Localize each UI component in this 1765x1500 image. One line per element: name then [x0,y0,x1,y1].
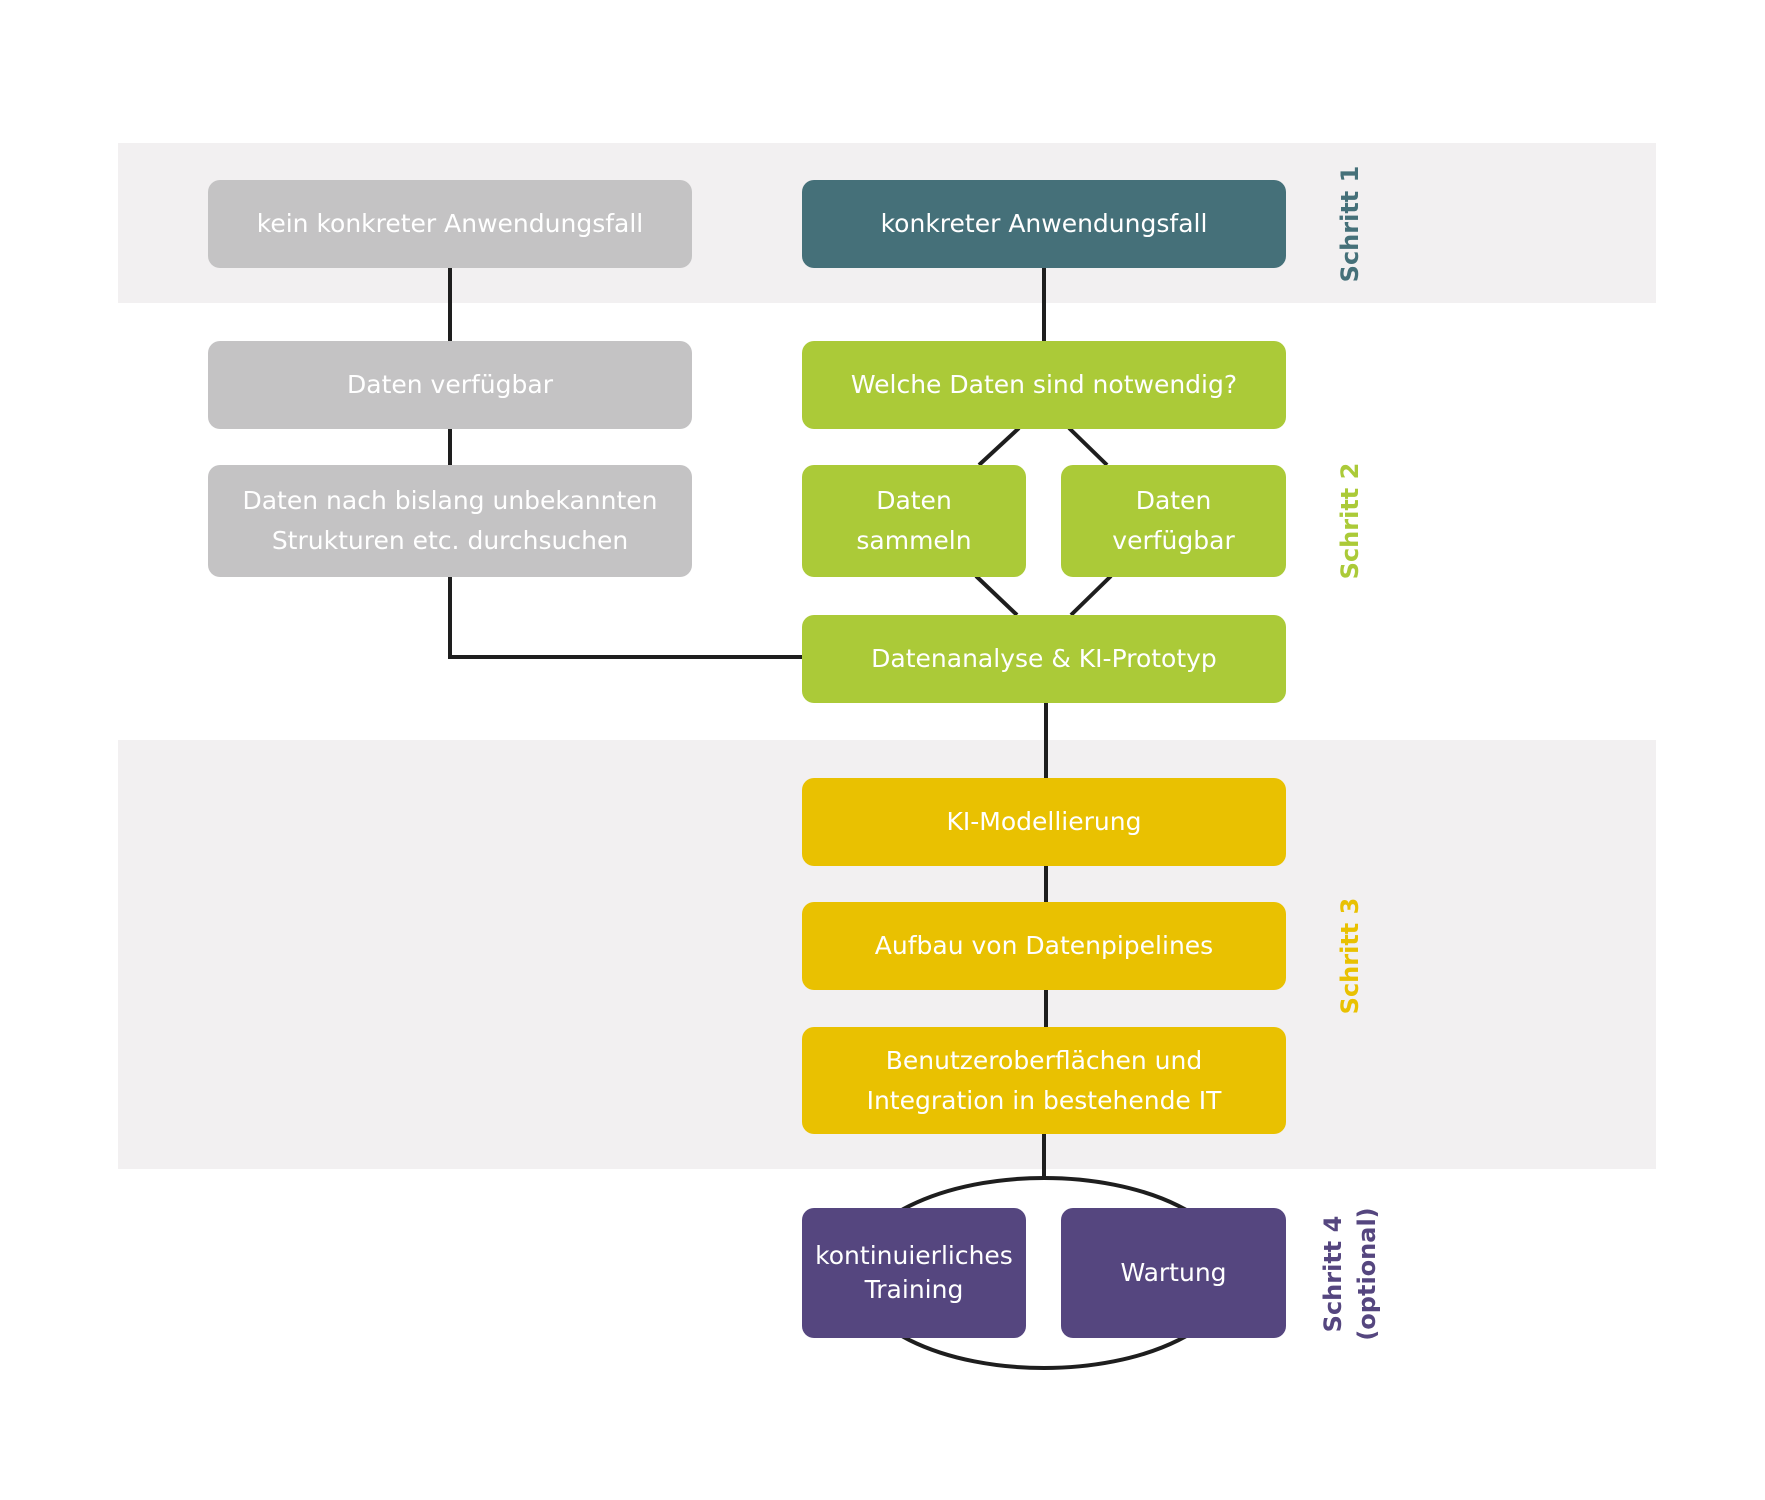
box-search-data: Daten nach bislang unbekannten Strukture… [208,465,692,577]
box-no-use-case: kein konkreter Anwendungsfall [208,180,692,268]
box-label-line1: Benutzeroberflächen und [885,1045,1203,1075]
box-label-line1: Daten nach bislang unbekannten [242,486,658,515]
connector-split-left [977,426,1021,467]
box-label-line2: Strukturen etc. durchsuchen [271,526,629,555]
step-label-text: Schritt 3 [1336,897,1364,1015]
box-label-line2: sammeln [856,526,972,555]
box-label-line1: kontinuierliches [815,1241,1013,1270]
box-use-case: konkreter Anwendungsfall [802,180,1286,268]
box-label-line1: Daten [876,486,952,515]
box-label-line2: verfügbar [1112,526,1235,555]
box-label: Wartung [1120,1258,1227,1287]
box-label-line2: Integration in bestehende IT [866,1085,1222,1115]
box-label-line2: Training [864,1275,964,1304]
step2-label: Schritt 2 [1333,463,1367,580]
box-label: Aufbau von Datenpipelines [874,931,1214,960]
box-which-data: Welche Daten sind notwendig? [802,341,1286,429]
step3-label: Schritt 3 [1333,898,1367,1015]
step-label-text: Schritt 2 [1336,462,1364,580]
step4-label: Schritt 4 (optional) [1316,1207,1384,1340]
connector-left-to-analysis [448,576,802,659]
box-pipelines: Aufbau von Datenpipelines [802,902,1286,990]
box-label: Daten verfügbar [347,370,553,399]
step-label-text-line2: (optional) [1353,1207,1381,1341]
step-label-text: Schritt 1 [1336,165,1364,283]
box-collect-data: Daten sammeln [802,465,1026,577]
box-label: Datenanalyse & KI-Prototyp [871,644,1217,673]
box-continuous-training: kontinuierliches Training [802,1208,1026,1338]
box-data-available-right: Daten verfügbar [1061,465,1286,577]
box-data-available-left: Daten verfügbar [208,341,692,429]
box-modeling: KI-Modellierung [802,778,1286,866]
box-maintenance: Wartung [1061,1208,1286,1338]
box-label-line1: Daten [1135,486,1212,515]
box-label: konkreter Anwendungsfall [880,209,1208,238]
step1-label: Schritt 1 [1333,166,1367,283]
box-label: kein konkreter Anwendungsfall [256,209,644,238]
box-ui-integration: Benutzeroberflächen und Integration in b… [802,1027,1286,1134]
box-label: Welche Daten sind notwendig? [850,370,1238,399]
connector-merge-left [974,574,1019,617]
connector-merge-right [1069,574,1113,617]
connector-split-right [1067,426,1109,467]
box-label: KI-Modellierung [946,807,1142,836]
step-label-text-line1: Schritt 4 [1319,1215,1347,1333]
box-analysis-prototype: Datenanalyse & KI-Prototyp [802,615,1286,703]
